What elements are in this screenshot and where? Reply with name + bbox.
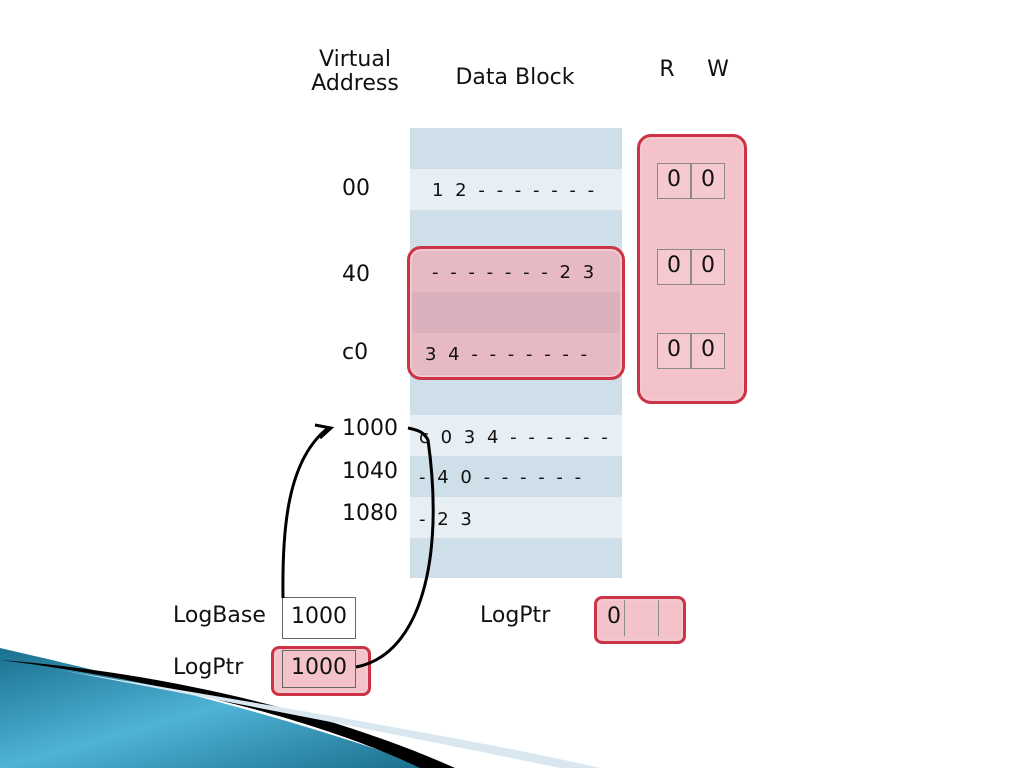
logptr-arrow xyxy=(355,426,435,669)
data-block-band xyxy=(410,456,622,497)
logptr-right-label: LogPtr xyxy=(480,603,551,628)
logbase-arrow xyxy=(281,426,329,599)
w-bit-00: 0 xyxy=(691,163,725,199)
w-header: W xyxy=(707,57,729,82)
address-40: 40 xyxy=(342,262,370,287)
data-block-band xyxy=(410,538,622,578)
cached-block-highlight xyxy=(407,246,625,380)
data-block-band xyxy=(410,333,622,374)
data-block-band xyxy=(410,497,622,538)
data-block-band xyxy=(410,128,622,169)
data-block-band xyxy=(410,374,622,415)
row-1000-data: c 0 3 4 - - - - - - xyxy=(419,427,611,448)
address-c0: c0 xyxy=(342,340,369,365)
address-1040: 1040 xyxy=(342,459,398,484)
logbase-arrowhead xyxy=(314,423,335,440)
address-1080: 1080 xyxy=(342,501,398,526)
r-bit-00: 0 xyxy=(657,163,691,199)
row-c0-data: 3 4 - - - - - - - xyxy=(425,344,591,365)
r-header: R xyxy=(659,57,675,82)
address-00: 00 xyxy=(342,176,370,201)
logptr-left-label: LogPtr xyxy=(173,655,244,680)
rw-bits-highlight xyxy=(637,134,747,404)
data-block-band xyxy=(410,169,622,210)
data-block-band xyxy=(410,415,622,456)
data-block-band xyxy=(410,251,622,292)
logbase-value: 1000 xyxy=(282,597,356,639)
row-00-data: 1 2 - - - - - - - xyxy=(432,180,598,201)
virtual-address-header: Virtual Address xyxy=(300,48,410,96)
logptr-right-highlight xyxy=(594,596,686,644)
row-1040-data: - 4 0 - - - - - - xyxy=(419,467,585,488)
w-bit-c0: 0 xyxy=(691,333,725,369)
data-block-header: Data Block xyxy=(455,65,575,90)
data-block-band xyxy=(410,210,622,251)
logbase-label: LogBase xyxy=(173,603,266,628)
r-bit-c0: 0 xyxy=(657,333,691,369)
logptr-right-value-cell xyxy=(624,600,659,636)
data-block-band xyxy=(410,292,622,333)
r-bit-40: 0 xyxy=(657,249,691,285)
logptr-right-value: 0 xyxy=(604,600,625,636)
virtual-address-header-line1: Virtual xyxy=(319,47,391,72)
logptr-left-value: 1000 xyxy=(282,650,356,688)
address-1000: 1000 xyxy=(342,416,398,441)
row-40-data: - - - - - - - 2 3 xyxy=(432,262,598,283)
virtual-address-header-line2: Address xyxy=(311,71,399,96)
w-bit-40: 0 xyxy=(691,249,725,285)
